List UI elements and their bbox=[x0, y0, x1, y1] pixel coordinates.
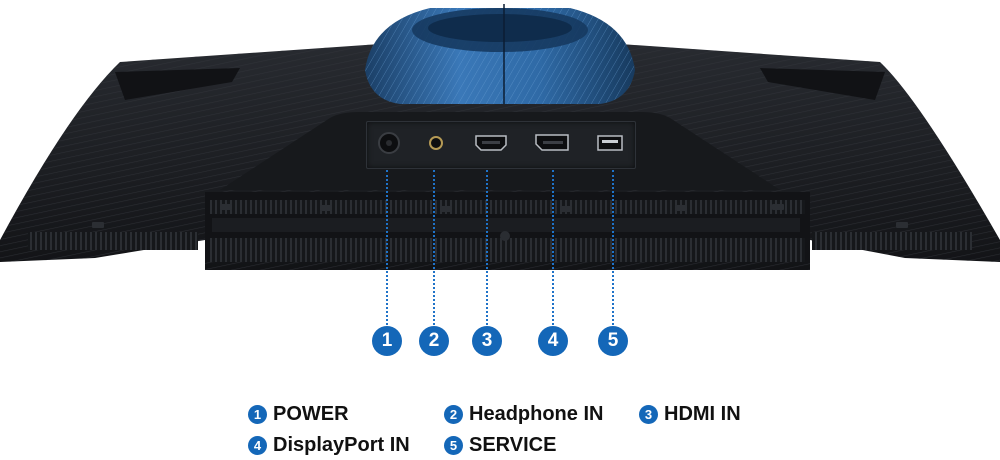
legend-label-power: POWER bbox=[273, 402, 349, 425]
rear-port-panel bbox=[366, 121, 636, 169]
legend-number-4: 4 bbox=[248, 435, 267, 455]
legend-label-displayport: DisplayPort IN bbox=[273, 433, 410, 456]
callout-badge-4: 4 bbox=[538, 326, 568, 356]
legend-item-headphone: 2 Headphone IN bbox=[444, 400, 603, 428]
displayport-icon bbox=[535, 134, 569, 151]
legend-label-headphone: Headphone IN bbox=[469, 402, 604, 425]
usb-port-icon bbox=[597, 135, 623, 151]
legend-item-service: 5 SERVICE bbox=[444, 431, 556, 459]
legend-label-service: SERVICE bbox=[469, 433, 557, 456]
callout-badge-3: 3 bbox=[472, 326, 502, 356]
legend-item-power: 1 POWER bbox=[248, 400, 349, 428]
power-dc-jack-icon bbox=[378, 132, 400, 154]
legend-item-displayport: 4 DisplayPort IN bbox=[248, 431, 410, 459]
callout-badge-5: 5 bbox=[598, 326, 628, 356]
legend-number-3: 3 bbox=[639, 404, 658, 424]
leader-line-4 bbox=[552, 170, 554, 325]
headphone-jack-icon bbox=[429, 136, 443, 150]
legend-item-hdmi: 3 HDMI IN bbox=[639, 400, 741, 428]
leader-line-5 bbox=[612, 170, 614, 325]
leader-line-2 bbox=[433, 170, 435, 325]
legend-number-5: 5 bbox=[444, 435, 463, 455]
callout-badge-1: 1 bbox=[372, 326, 402, 356]
leader-line-1 bbox=[386, 170, 388, 325]
legend-label-hdmi: HDMI IN bbox=[664, 402, 741, 425]
monitor-rear-illustration bbox=[0, 4, 1000, 270]
hdmi-port-icon bbox=[475, 135, 507, 151]
leader-line-3 bbox=[486, 170, 488, 325]
callout-badge-2: 2 bbox=[419, 326, 449, 356]
port-legend: 1 POWER 2 Headphone IN 3 HDMI IN 4 Displ… bbox=[248, 400, 808, 460]
legend-number-1: 1 bbox=[248, 404, 267, 424]
legend-number-2: 2 bbox=[444, 404, 463, 424]
